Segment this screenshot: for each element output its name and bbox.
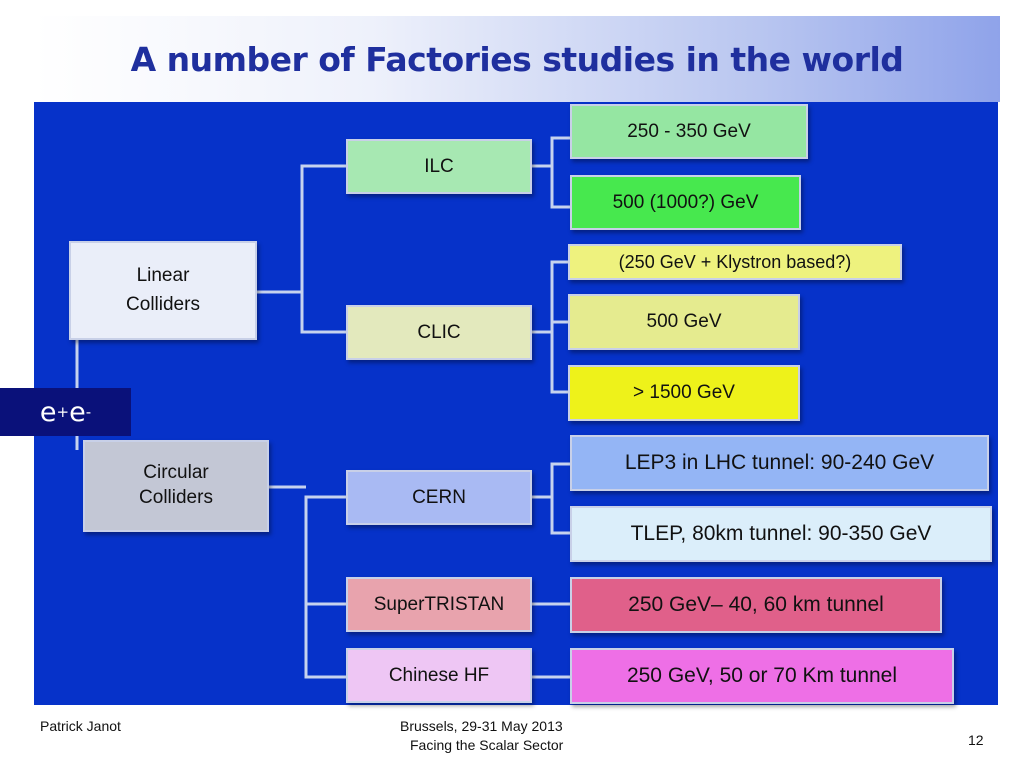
footer-venue-line1: Brussels, 29-31 May 2013 [400,718,563,734]
chinese-hf-box: Chinese HF [346,648,532,703]
ee-e1: e [39,396,57,428]
clic-1500-box: > 1500 GeV [568,365,800,421]
linear-line1: Linear [136,265,190,286]
circular-line1: Circular [143,462,209,484]
circular-line2: Colliders [139,487,213,508]
clic-box: CLIC [346,305,532,360]
cern-box: CERN [346,470,532,525]
slide-title: A number of Factories studies in the wor… [130,39,904,79]
footer-author: Patrick Janot [40,718,121,734]
connector-clic-branches [550,260,568,394]
ilc-500-1000-box: 500 (1000?) GeV [570,175,801,230]
ee-sup2: - [85,403,92,421]
circular-colliders-box: Circular Colliders [83,440,269,532]
supertristan-box: SuperTRISTAN [346,577,532,632]
connector-linear-branches [300,164,346,334]
title-bar [34,16,1000,102]
ee-badge: e+ e- [0,388,131,436]
ilc-box: ILC [346,139,532,194]
ee-e2: e [69,396,86,428]
connector-circular-branches [304,495,346,679]
supertristan-detail-box: 250 GeV– 40, 60 km tunnel [570,577,942,633]
clic-250-klystron-box: (250 GeV + Klystron based?) [568,244,902,280]
clic-500-box: 500 GeV [568,294,800,350]
chinese-hf-detail-box: 250 GeV, 50 or 70 Km tunnel [570,648,954,704]
connector-cern-branches [550,462,570,535]
ilc-250-350-box: 250 - 350 GeV [570,104,808,159]
tlep-box: TLEP, 80km tunnel: 90-350 GeV [570,506,992,562]
footer-venue-line2: Facing the Scalar Sector [410,737,564,753]
linear-colliders-box: Linear Colliders [69,241,257,340]
lep3-box: LEP3 in LHC tunnel: 90-240 GeV [570,435,989,491]
connector-ilc-branches [550,136,570,209]
linear-line2: Colliders [126,293,200,315]
footer-page-number: 12 [968,732,984,748]
ee-sup1: + [56,403,70,421]
